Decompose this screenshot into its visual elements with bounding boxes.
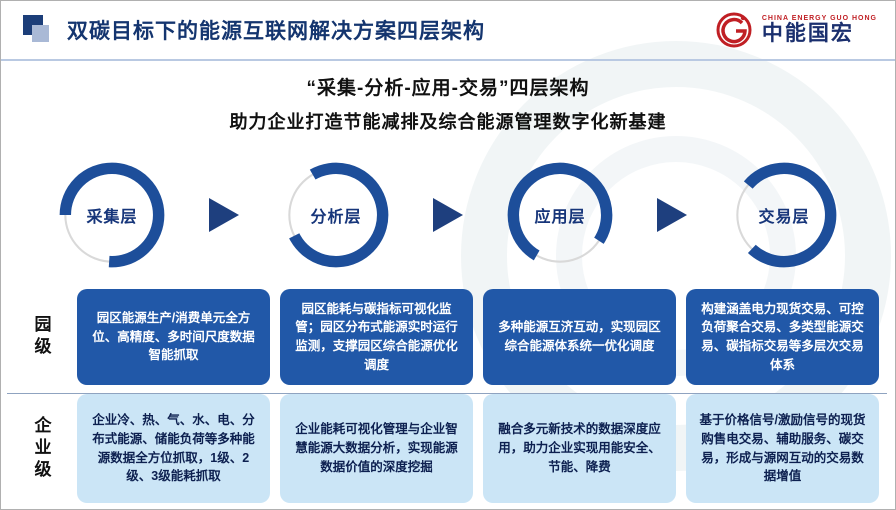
company-logo-text: CHINA ENERGY GUO HONG 中能国宏 xyxy=(762,15,877,46)
matrix-cell: 园区能耗与碳指标可视化监管；园区分布式能源实时运行监测，支撑园区综合能源优化调度 xyxy=(280,289,473,385)
layer-ring-collection: 采集层 xyxy=(37,157,187,273)
layer-ring-analysis: 分析层 xyxy=(261,157,411,273)
row-divider xyxy=(7,393,887,394)
matrix-cell: 企业能耗可视化管理与企业智慧能源大数据分析，实现能源数据价值的深度挖掘 xyxy=(280,394,473,503)
matrix-cell: 园区能源生产/消费单元全方位、高精度、多时间尺度数据智能抓取 xyxy=(77,289,270,385)
title-squares-icon xyxy=(23,15,53,45)
logo-brand: 中能国宏 xyxy=(761,22,854,46)
layer-label: 采集层 xyxy=(86,209,138,226)
capability-matrix: 园级 园区能源生产/消费单元全方位、高精度、多时间尺度数据智能抓取 园区能耗与碳… xyxy=(7,289,887,503)
subtitle-line2: 助力企业打造节能减排及综合能源管理数字化新基建 xyxy=(229,112,667,132)
layer-label: 交易层 xyxy=(758,209,810,226)
matrix-cell: 企业冷、热、气、水、电、分布式能源、储能负荷等多种能源数据全方位抓取，1级、2级… xyxy=(77,394,270,503)
subtitle-line1: “采集-分析-应用-交易”四层架构 xyxy=(306,78,590,99)
ring-arc-icon xyxy=(731,162,837,268)
ring-arc-icon xyxy=(507,162,613,268)
matrix-cell: 基于价格信号/激励信号的现货购售电交易、辅助服务、碳交易，形成与源网互动的交易数… xyxy=(686,394,879,503)
layers-flow: 采集层 分析层 应用层 xyxy=(1,149,895,281)
company-logo-icon xyxy=(716,12,752,48)
matrix-cell: 融合多元新技术的数据深度应用，助力企业实现用能安全、节能、降费 xyxy=(483,394,676,503)
arrow-right-icon xyxy=(657,198,687,232)
layer-ring-trading: 交易层 xyxy=(709,157,859,273)
logo-tagline: CHINA ENERGY GUO HONG xyxy=(761,14,877,22)
matrix-cell: 多种能源互济互动，实现园区综合能源体系统一优化调度 xyxy=(483,289,676,385)
layer-ring-application: 应用层 xyxy=(485,157,635,273)
ring-arc-icon xyxy=(59,162,165,268)
layer-label: 分析层 xyxy=(310,209,362,226)
page-title: 双碳目标下的能源互联网解决方案四层架构 xyxy=(67,20,485,43)
company-logo: CHINA ENERGY GUO HONG 中能国宏 xyxy=(713,9,877,51)
row-label-enterprise: 企业级 xyxy=(31,415,51,482)
arrow-right-icon xyxy=(209,198,239,232)
layer-label: 应用层 xyxy=(534,209,586,226)
arrow-right-icon xyxy=(433,198,463,232)
header: 双碳目标下的能源互联网解决方案四层架构 CHINA ENERGY GUO HON… xyxy=(1,1,895,61)
matrix-cell: 构建涵盖电力现货交易、可控负荷聚合交易、多类型能源交易、碳指标交易等多层次交易体… xyxy=(686,289,879,385)
row-label-park: 园级 xyxy=(31,315,51,359)
subtitle-block: “采集-分析-应用-交易”四层架构 助力企业打造节能减排及综合能源管理数字化新基… xyxy=(1,73,895,134)
ring-arc-icon xyxy=(283,162,389,268)
